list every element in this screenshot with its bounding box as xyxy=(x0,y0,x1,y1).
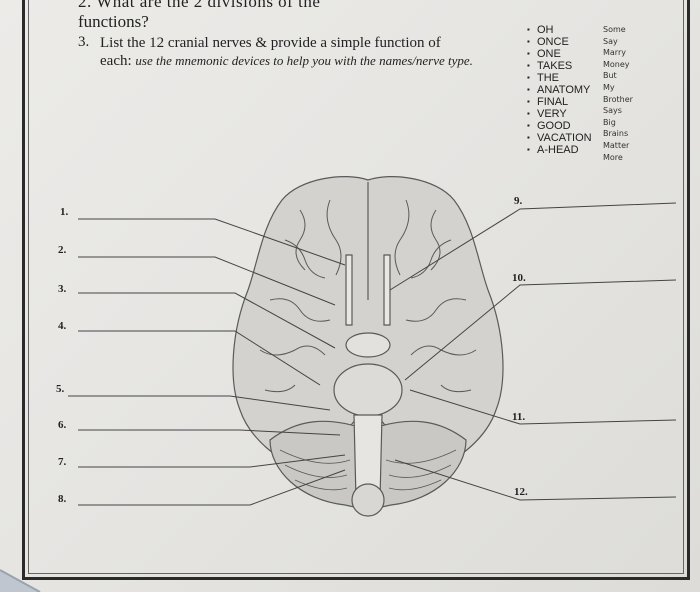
blank-number-11: 11. xyxy=(512,411,526,423)
page-border xyxy=(22,0,690,580)
olfactory-tracts xyxy=(345,254,391,326)
answer-line-8 xyxy=(78,469,346,506)
answer-line-7 xyxy=(78,454,346,468)
question-3-prompt: List the 12 cranial nerves & provide a s… xyxy=(100,35,441,51)
mnemonic-type-word: More xyxy=(603,152,623,162)
mnemonic-word: ONCE xyxy=(527,36,592,48)
blank-number-5: 5. xyxy=(56,383,65,395)
answer-line-10 xyxy=(404,279,677,381)
mnemonic-type-word: Matter xyxy=(603,140,630,150)
mnemonic-word: TAKES xyxy=(527,60,592,72)
answer-line-3 xyxy=(78,292,336,349)
gyri-right xyxy=(394,199,477,393)
mnemonic-type-word: Money xyxy=(603,59,630,69)
brain-illustration xyxy=(232,176,504,517)
page-fold-corner xyxy=(0,569,41,592)
mnemonic-word: OH xyxy=(527,24,592,36)
mnemonic-type-list: Some Say Marry Money But My Brother Says… xyxy=(603,24,633,163)
right-answer-lines xyxy=(389,202,677,501)
answer-line-1 xyxy=(78,218,346,266)
blank-number-9: 9. xyxy=(514,195,523,207)
question-2: 2. What are the 2 divisions of the funct… xyxy=(78,0,320,32)
mnemonic-type-word: My xyxy=(603,82,615,92)
mnemonic-word: VACATION xyxy=(527,132,592,144)
question-2-line2: functions? xyxy=(78,12,149,31)
gyri-left xyxy=(259,199,342,393)
answer-line-6 xyxy=(78,429,341,436)
blank-number-6: 6. xyxy=(58,419,67,431)
mnemonic-type-word: Marry xyxy=(603,48,626,58)
blank-number-1: 1. xyxy=(60,206,69,218)
mnemonic-type-word: But xyxy=(603,71,617,81)
answer-line-12 xyxy=(394,459,677,501)
mnemonic-word: A-HEAD xyxy=(527,144,592,156)
mnemonic-type-word: Big xyxy=(603,117,616,127)
spinal-cord-section xyxy=(351,483,385,517)
blank-number-8: 8. xyxy=(58,493,67,505)
cerebellum-folia xyxy=(279,449,457,491)
answer-line-4 xyxy=(78,330,321,386)
blank-number-4: 4. xyxy=(58,320,67,332)
mnemonic-word: GOOD xyxy=(527,120,592,132)
mnemonic-type-word: Some xyxy=(603,25,626,34)
pons xyxy=(333,363,403,417)
mnemonic-name-list: OH ONCE ONE TAKES THE ANATOMY FINAL VERY… xyxy=(527,24,592,156)
mnemonic-type-word: Says xyxy=(603,106,622,116)
left-answer-lines xyxy=(68,218,346,506)
question-3-prompt-start: each: xyxy=(100,53,132,69)
answer-line-5 xyxy=(68,395,331,411)
page-inner-border xyxy=(28,0,684,574)
question-3-number: 3. xyxy=(78,34,90,50)
mnemonic-type-word: Say xyxy=(603,36,618,46)
blank-number-2: 2. xyxy=(58,244,67,256)
mnemonic-word: THE xyxy=(527,72,592,84)
blank-number-7: 7. xyxy=(58,456,67,468)
question-2-line1: 2. What are the 2 divisions of the xyxy=(78,0,321,11)
question-3-hint: use the mnemonic devices to help you wit… xyxy=(135,53,473,68)
answer-line-11 xyxy=(409,389,677,425)
blank-number-10: 10. xyxy=(512,272,526,284)
mnemonic-type-word: Brother xyxy=(603,94,633,104)
question-3-text: List the 12 cranial nerves & provide a s… xyxy=(100,34,520,70)
mnemonic-word: ANATOMY xyxy=(527,84,592,96)
answer-line-9 xyxy=(389,202,677,291)
answer-line-2 xyxy=(78,256,336,306)
blank-number-12: 12. xyxy=(514,486,528,498)
mnemonic-word: FINAL xyxy=(527,96,592,108)
optic-chiasm xyxy=(345,332,391,358)
mnemonic-word: VERY xyxy=(527,108,592,120)
mnemonic-word: ONE xyxy=(527,48,592,60)
mnemonic-type-word: Brains xyxy=(603,129,629,139)
blank-number-3: 3. xyxy=(58,283,67,295)
